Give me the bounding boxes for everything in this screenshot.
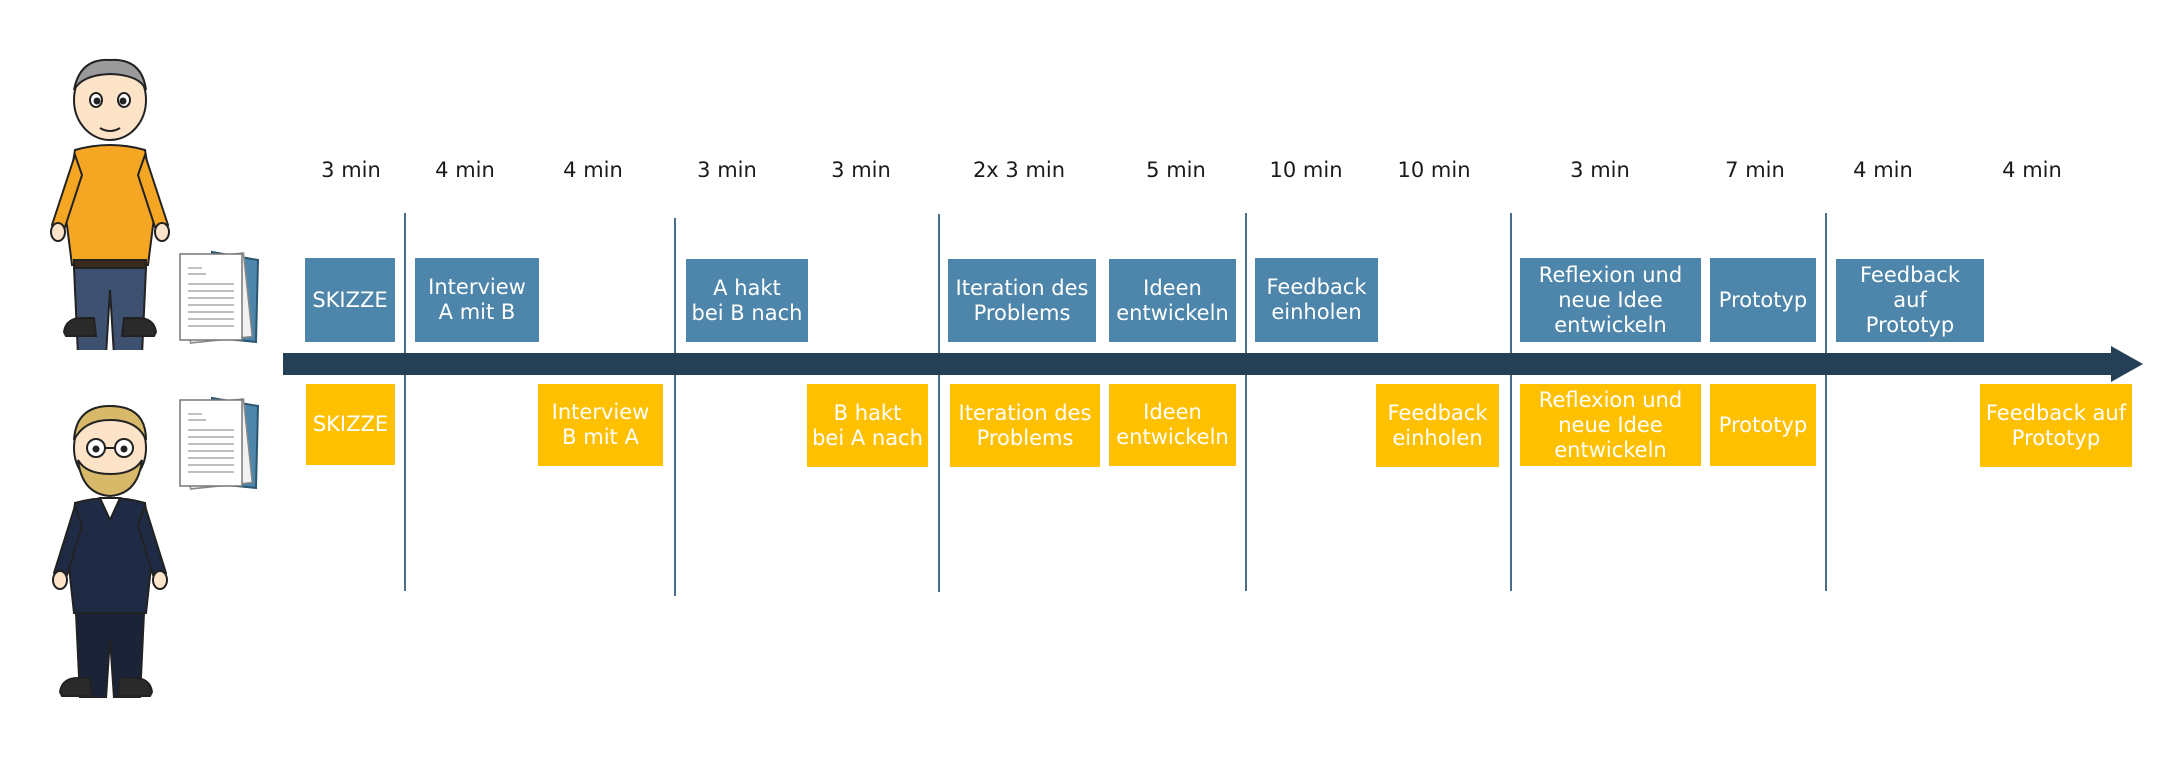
phase-divider (938, 214, 940, 592)
person-b-step: Reflexion und neue Idee entwickeln (1520, 384, 1701, 466)
person-a-step: Reflexion und neue Idee entwickeln (1520, 258, 1701, 342)
phase-divider (404, 213, 406, 591)
phase-divider (674, 218, 676, 596)
person-a-icon (50, 58, 170, 350)
person-a-step: SKIZZE (305, 258, 395, 342)
duration-label: 4 min (435, 158, 495, 182)
duration-label: 4 min (2002, 158, 2062, 182)
duration-label: 10 min (1397, 158, 1471, 182)
paper-stack-icon (179, 396, 260, 490)
person-b-step: Feedback auf Prototyp (1980, 384, 2132, 467)
person-b-step: Ideen entwickeln (1109, 384, 1236, 466)
person-b-step: Interview B mit A (538, 384, 663, 466)
person-b-shoes-icon (58, 677, 154, 697)
paper-stack-icon (179, 250, 260, 344)
phase-divider (1245, 213, 1247, 591)
duration-label: 4 min (1853, 158, 1913, 182)
person-a-step: Iteration des Problems (948, 259, 1096, 342)
person-b-step: Feedback einholen (1376, 384, 1499, 467)
duration-label: 3 min (321, 158, 381, 182)
phase-divider (1510, 213, 1512, 591)
person-b-step: B hakt bei A nach (807, 384, 928, 467)
person-b-step: Prototyp (1710, 384, 1816, 466)
duration-label: 5 min (1146, 158, 1206, 182)
duration-label: 3 min (697, 158, 757, 182)
person-b-icon (52, 404, 168, 698)
phase-divider (1825, 213, 1827, 591)
person-a-step: Feedback auf Prototyp (1836, 259, 1984, 342)
duration-label: 4 min (563, 158, 623, 182)
person-a-step: Prototyp (1710, 258, 1816, 342)
duration-label: 7 min (1725, 158, 1785, 182)
duration-label: 3 min (1570, 158, 1630, 182)
person-a-step: Interview A mit B (415, 258, 539, 342)
person-a-step: A hakt bei B nach (686, 259, 808, 342)
person-a-step: Feedback einholen (1255, 258, 1378, 342)
person-a-shoes-icon (62, 317, 158, 337)
duration-label: 10 min (1269, 158, 1343, 182)
duration-label: 2x 3 min (972, 158, 1066, 182)
person-b-step: Iteration des Problems (950, 384, 1100, 467)
timeline-arrow (283, 346, 2143, 382)
person-a-step: Ideen entwickeln (1109, 259, 1236, 342)
duration-label: 3 min (831, 158, 891, 182)
person-b-step: SKIZZE (306, 384, 395, 465)
